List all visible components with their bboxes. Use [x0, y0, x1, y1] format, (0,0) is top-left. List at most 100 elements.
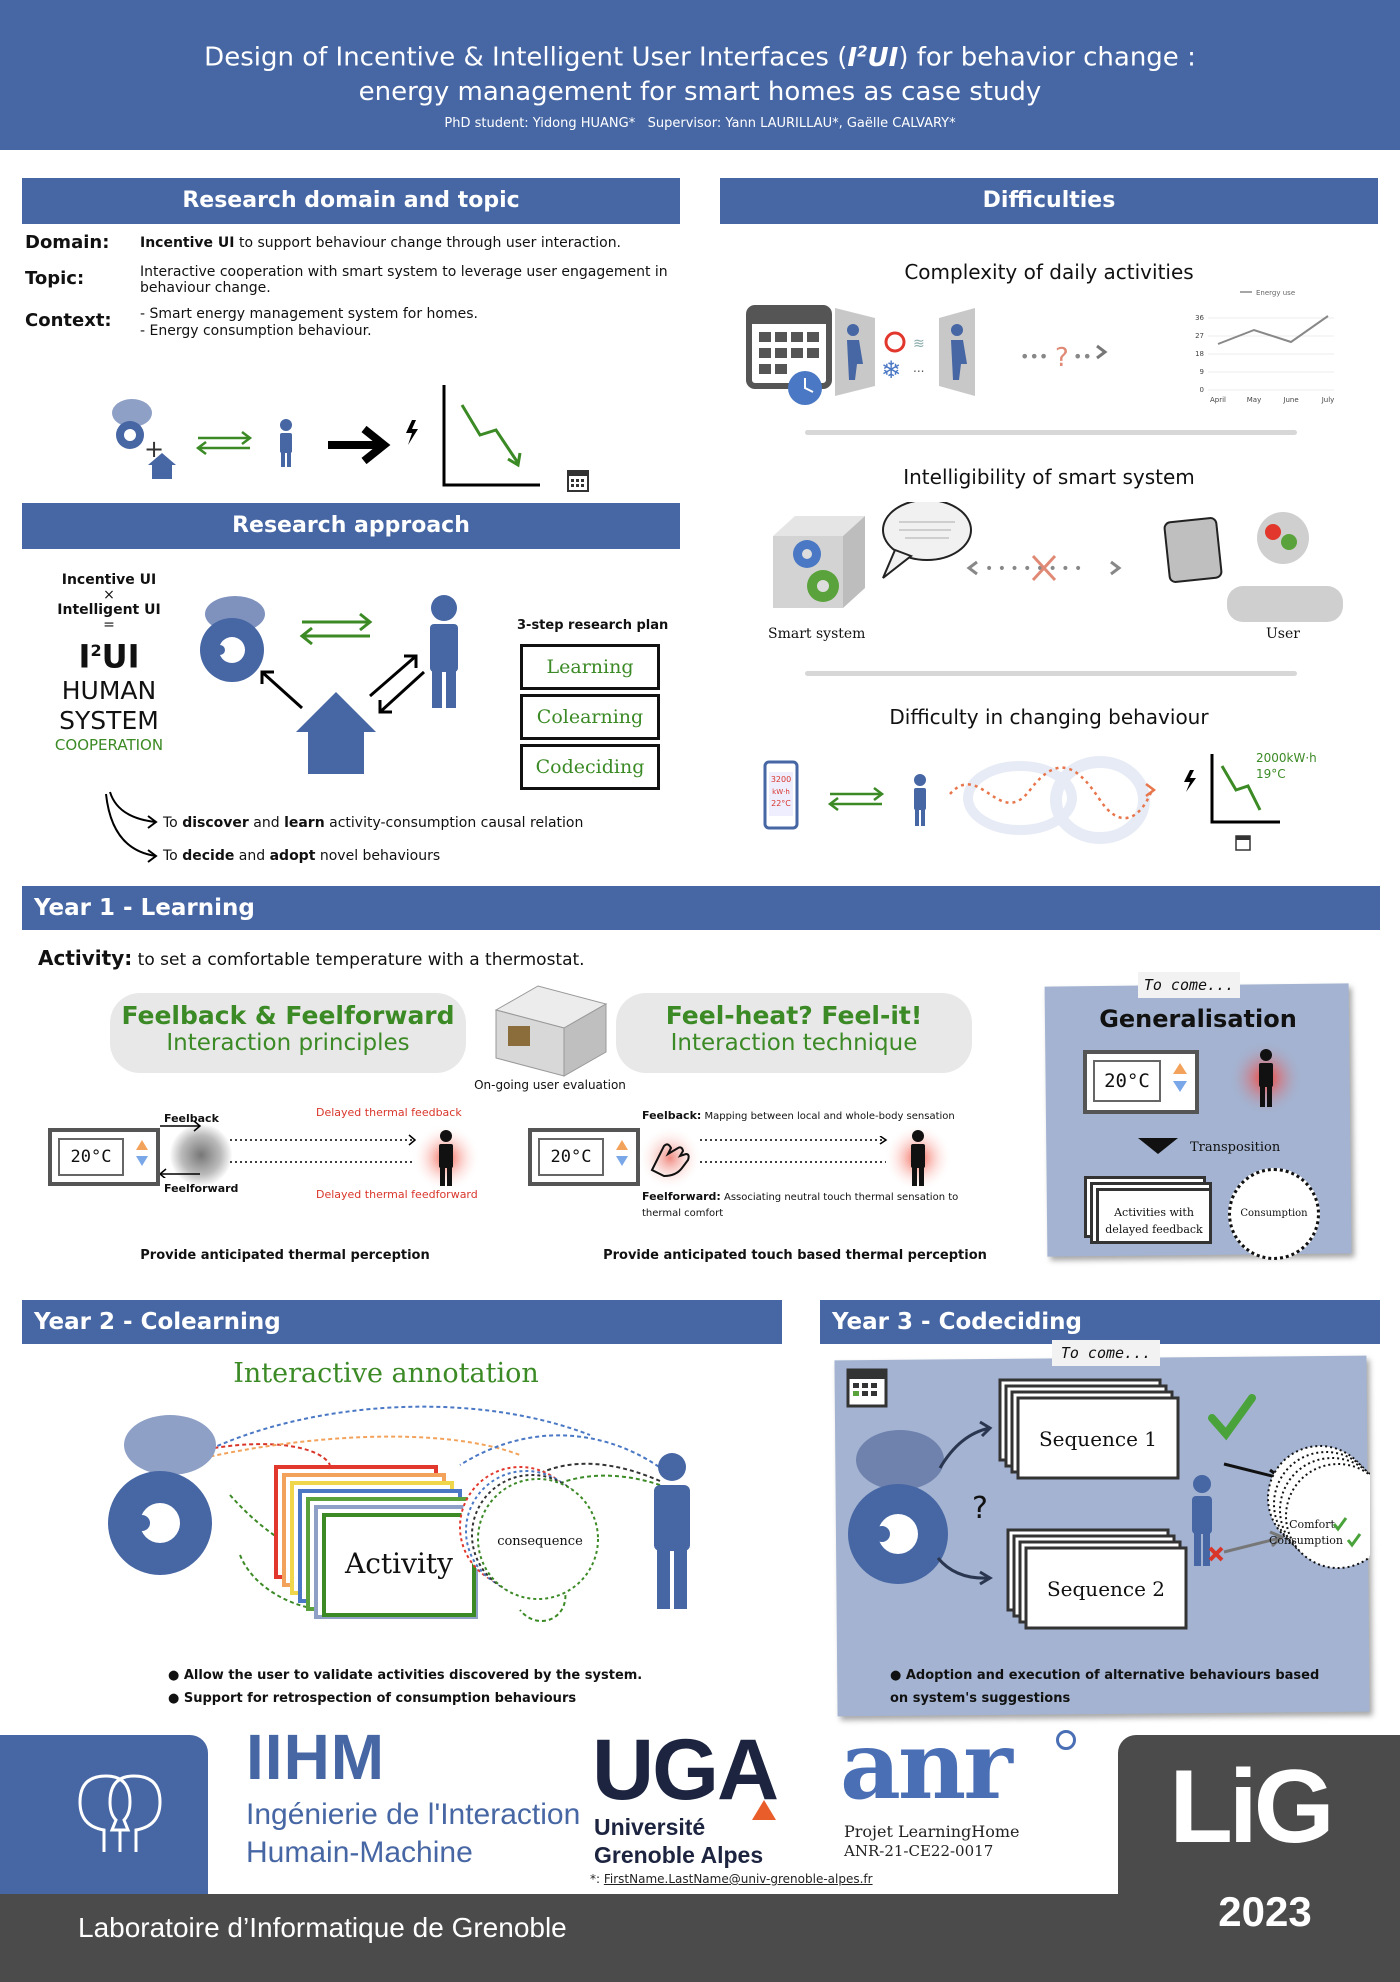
door-person-icon [939, 308, 975, 396]
feelback2-desc: Mapping between local and whole-body sen… [701, 1111, 955, 1122]
iihm-line1: Ingénierie de l'Interaction [246, 1798, 581, 1831]
smart-system-cube-icon [773, 516, 865, 608]
delayed-feedforward-label: Delayed thermal feedforward [316, 1188, 478, 1201]
uga-line1: Université [594, 1814, 706, 1840]
pill-title: Feelback & Feelforward [121, 1001, 455, 1030]
heated-person-icon [412, 1124, 480, 1192]
intelligibility-illustration: • • • • • • • • [773, 502, 1343, 622]
to-come-tag: To come... [1052, 1340, 1160, 1366]
thermostat: 20°C [528, 1128, 640, 1186]
difficulties-heading: Difficulties [720, 178, 1378, 224]
email-link[interactable]: FirstName.LastName@univ-grenoble-alpes.f… [603, 1872, 873, 1886]
i2ui-block: Incentive UI × Intelligent UI = I2UI HUM… [36, 572, 182, 754]
consumption-label: Consumption [1269, 1534, 1343, 1547]
footer-dark-tab [1118, 1735, 1400, 1982]
check-icon [1332, 1517, 1362, 1548]
down-arrow-icon [1173, 1081, 1187, 1092]
y-tick: 36 [1195, 314, 1204, 322]
iihm-faces-logo [78, 1774, 162, 1852]
text-bold: adopt [269, 848, 316, 864]
anr-circle-icon [1056, 1730, 1076, 1750]
up-arrow-icon [136, 1140, 148, 1150]
difficulty-1-title: Complexity of daily activities [904, 260, 1194, 284]
suggestion-arrows [936, 1420, 993, 1586]
feelback2-text: Feelback: Mapping between local and whol… [642, 1109, 955, 1122]
big-arrow-icon [328, 425, 391, 465]
thermostat-display: 20°C [538, 1138, 604, 1176]
text-bold: decide [182, 848, 235, 864]
pill-title: Feel-heat? Feel-it! [665, 1001, 923, 1030]
i2ui-ui: UI [101, 637, 140, 676]
dots-label: ... [913, 361, 924, 375]
brain-gear-icon [848, 1430, 948, 1584]
year2-heading: Year 2 - Colearning [22, 1300, 782, 1344]
domain-illustration: + [112, 385, 589, 492]
lab-name: Laboratoire d’Informatique de Grenoble [78, 1912, 567, 1943]
activities-delayed-card: Activities with delayed feedback [1096, 1188, 1212, 1244]
y-tick: 0 [1200, 386, 1204, 394]
behaviour-change-illustration: 3200 kW·h 22°C 2000kW·h 19°C [763, 751, 1317, 851]
person-icon [914, 774, 926, 826]
iihm-line2: Humain-Machine [246, 1836, 473, 1869]
svg-text:•••: ••• [1020, 347, 1048, 366]
house-icon [296, 692, 376, 774]
energy-chart-icon [406, 385, 540, 487]
text-bold: learn [284, 815, 325, 831]
feelforward2-label: Feelforward: [642, 1190, 721, 1203]
person-icon [430, 595, 458, 708]
chart-legend: Energy use [1256, 289, 1295, 297]
bullet-text: Support for retrospection of consumption… [183, 1691, 577, 1706]
feelback2-label: Feelback: [642, 1109, 702, 1122]
thermostat: 20°C [1083, 1050, 1199, 1114]
pill-subtitle: Interaction principles [166, 1030, 410, 1056]
lig-logo-text: LiG [1169, 1749, 1334, 1865]
step-colearning: Colearning [520, 694, 660, 740]
thermostat: 20°C [48, 1128, 160, 1186]
y-tick: 9 [1200, 368, 1204, 376]
sequence-stacks: Sequence 1 Sequence 2 [998, 1378, 1188, 1630]
year1-heading: Year 1 - Learning [22, 886, 1380, 930]
person-icon [280, 419, 292, 467]
feelforward2-text: Feelforward: Associating neutral touch t… [642, 1189, 962, 1222]
smart-system-label: Smart system [768, 626, 866, 642]
uga-logo-text: UGA [592, 1722, 779, 1818]
topic-label: Topic: [25, 268, 85, 289]
research-plan: 3-step research plan Learning Colearning… [517, 618, 668, 790]
exchange-arrows-icon [195, 431, 253, 455]
topic-text: Interactive cooperation with smart syste… [140, 264, 668, 296]
bullet-item: ● Adoption and execution of alternative … [890, 1668, 1320, 1706]
feelback-label: Feelback [164, 1112, 219, 1125]
consumption-circles [1267, 1445, 1370, 1569]
svg-text:❄: ❄ [881, 356, 901, 384]
transposition-arrow-icon [1138, 1138, 1178, 1154]
smartphone-icon: 3200 kW·h 22°C [763, 760, 799, 830]
anr-project: Projet LearningHome [844, 1822, 1020, 1841]
question-mark: ? [972, 1491, 988, 1526]
text: activity-consumption causal relation [324, 815, 584, 831]
difficulty-3-title: Difficulty in changing behaviour [889, 705, 1209, 729]
speech-bubble-icon [882, 502, 972, 579]
exchange-arrows-icon [827, 787, 885, 811]
context-text: - Smart energy management system for hom… [140, 306, 680, 340]
year1-activity: Activity: to set a comfortable temperatu… [38, 946, 585, 970]
person-icon [1192, 1475, 1212, 1566]
energy-line [1217, 315, 1329, 345]
svg-text:• • • • • • • •: • • • • • • • • [985, 561, 1082, 577]
caption-thermal: Provide anticipated thermal perception [140, 1248, 430, 1263]
activity-text: to set a comfortable temperature with a … [132, 950, 585, 970]
human-label: HUMAN [61, 675, 157, 705]
door-person-icon [835, 308, 875, 396]
cross-icon [1208, 1546, 1224, 1562]
system-label: SYSTEM [59, 705, 159, 735]
feel-heat-pill: Feel-heat? Feel-it! Interaction techniqu… [616, 993, 972, 1073]
thermostat-display: 20°C [58, 1138, 124, 1176]
email-line: *: FirstName.LastName@univ-grenoble-alpe… [590, 1872, 873, 1886]
year3-bullets: ● Adoption and execution of alternative … [890, 1664, 1330, 1710]
comfort-label: Comfort [1289, 1518, 1335, 1531]
equals-symbol: = [103, 617, 115, 633]
text-bold: discover [182, 815, 249, 831]
context-label: Context: [25, 310, 112, 331]
text: and [248, 815, 285, 831]
touch-hand-icon [638, 1126, 702, 1190]
intelligent-ui-label: Intelligent UI [57, 602, 161, 618]
